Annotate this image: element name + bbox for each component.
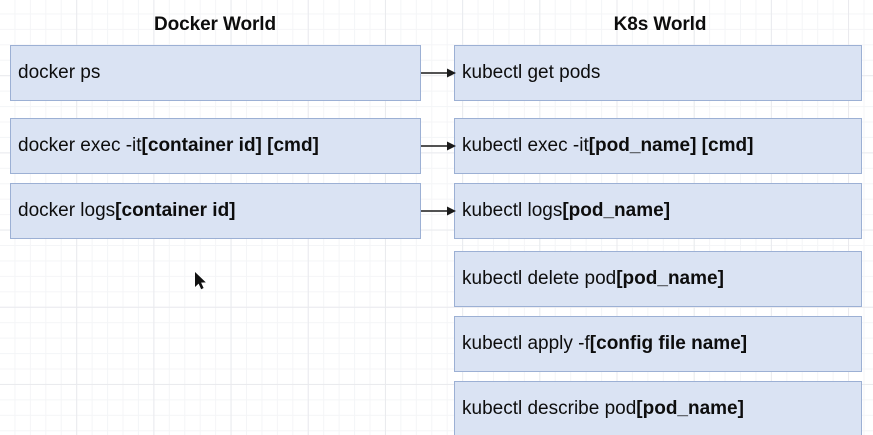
k8s-command-box-0[interactable]: kubectl get pods (454, 45, 862, 101)
command-text-bold: [pod_name] (616, 268, 724, 290)
command-text-plain: kubectl describe pod (462, 398, 637, 420)
command-text-plain: docker exec -it (18, 135, 142, 157)
command-text-plain: docker logs (18, 200, 116, 222)
k8s-command-box-3[interactable]: kubectl delete pod [pod_name] (454, 251, 862, 307)
command-text-bold: [pod_name] [cmd] (588, 135, 754, 157)
k8s-command-box-4[interactable]: kubectl apply -f [config file name] (454, 316, 862, 372)
k8s-command-box-1[interactable]: kubectl exec -it [pod_name] [cmd] (454, 118, 862, 174)
command-text-plain: kubectl logs (462, 200, 563, 222)
command-text-bold: [config file name] (589, 333, 748, 355)
command-text-plain: docker ps (18, 62, 101, 84)
command-text-bold: [pod_name] (562, 200, 671, 222)
k8s-command-box-5[interactable]: kubectl describe pod [pod_name] (454, 381, 862, 435)
command-text-plain: kubectl exec -it (462, 135, 589, 157)
command-text-bold: [container id] (115, 200, 236, 222)
column-title-docker: Docker World (154, 14, 276, 35)
docker-command-box-0[interactable]: docker ps (10, 45, 421, 101)
connector-arrow-0 (421, 68, 456, 78)
command-text-plain: kubectl apply -f (462, 333, 590, 355)
mouse-cursor-icon (195, 272, 206, 290)
column-title-k8s: K8s World (613, 14, 707, 35)
docker-command-box-2[interactable]: docker logs [container id] (10, 183, 421, 239)
command-text-plain: kubectl get pods (462, 62, 601, 84)
connector-arrow-2 (421, 206, 456, 216)
connector-arrow-1 (421, 141, 456, 151)
command-text-bold: [pod_name] (636, 398, 744, 420)
docker-command-box-1[interactable]: docker exec -it [container id] [cmd] (10, 118, 421, 174)
command-text-plain: kubectl delete pod (462, 268, 617, 290)
command-text-bold: [container id] [cmd] (141, 135, 319, 157)
k8s-command-box-2[interactable]: kubectl logs [pod_name] (454, 183, 862, 239)
